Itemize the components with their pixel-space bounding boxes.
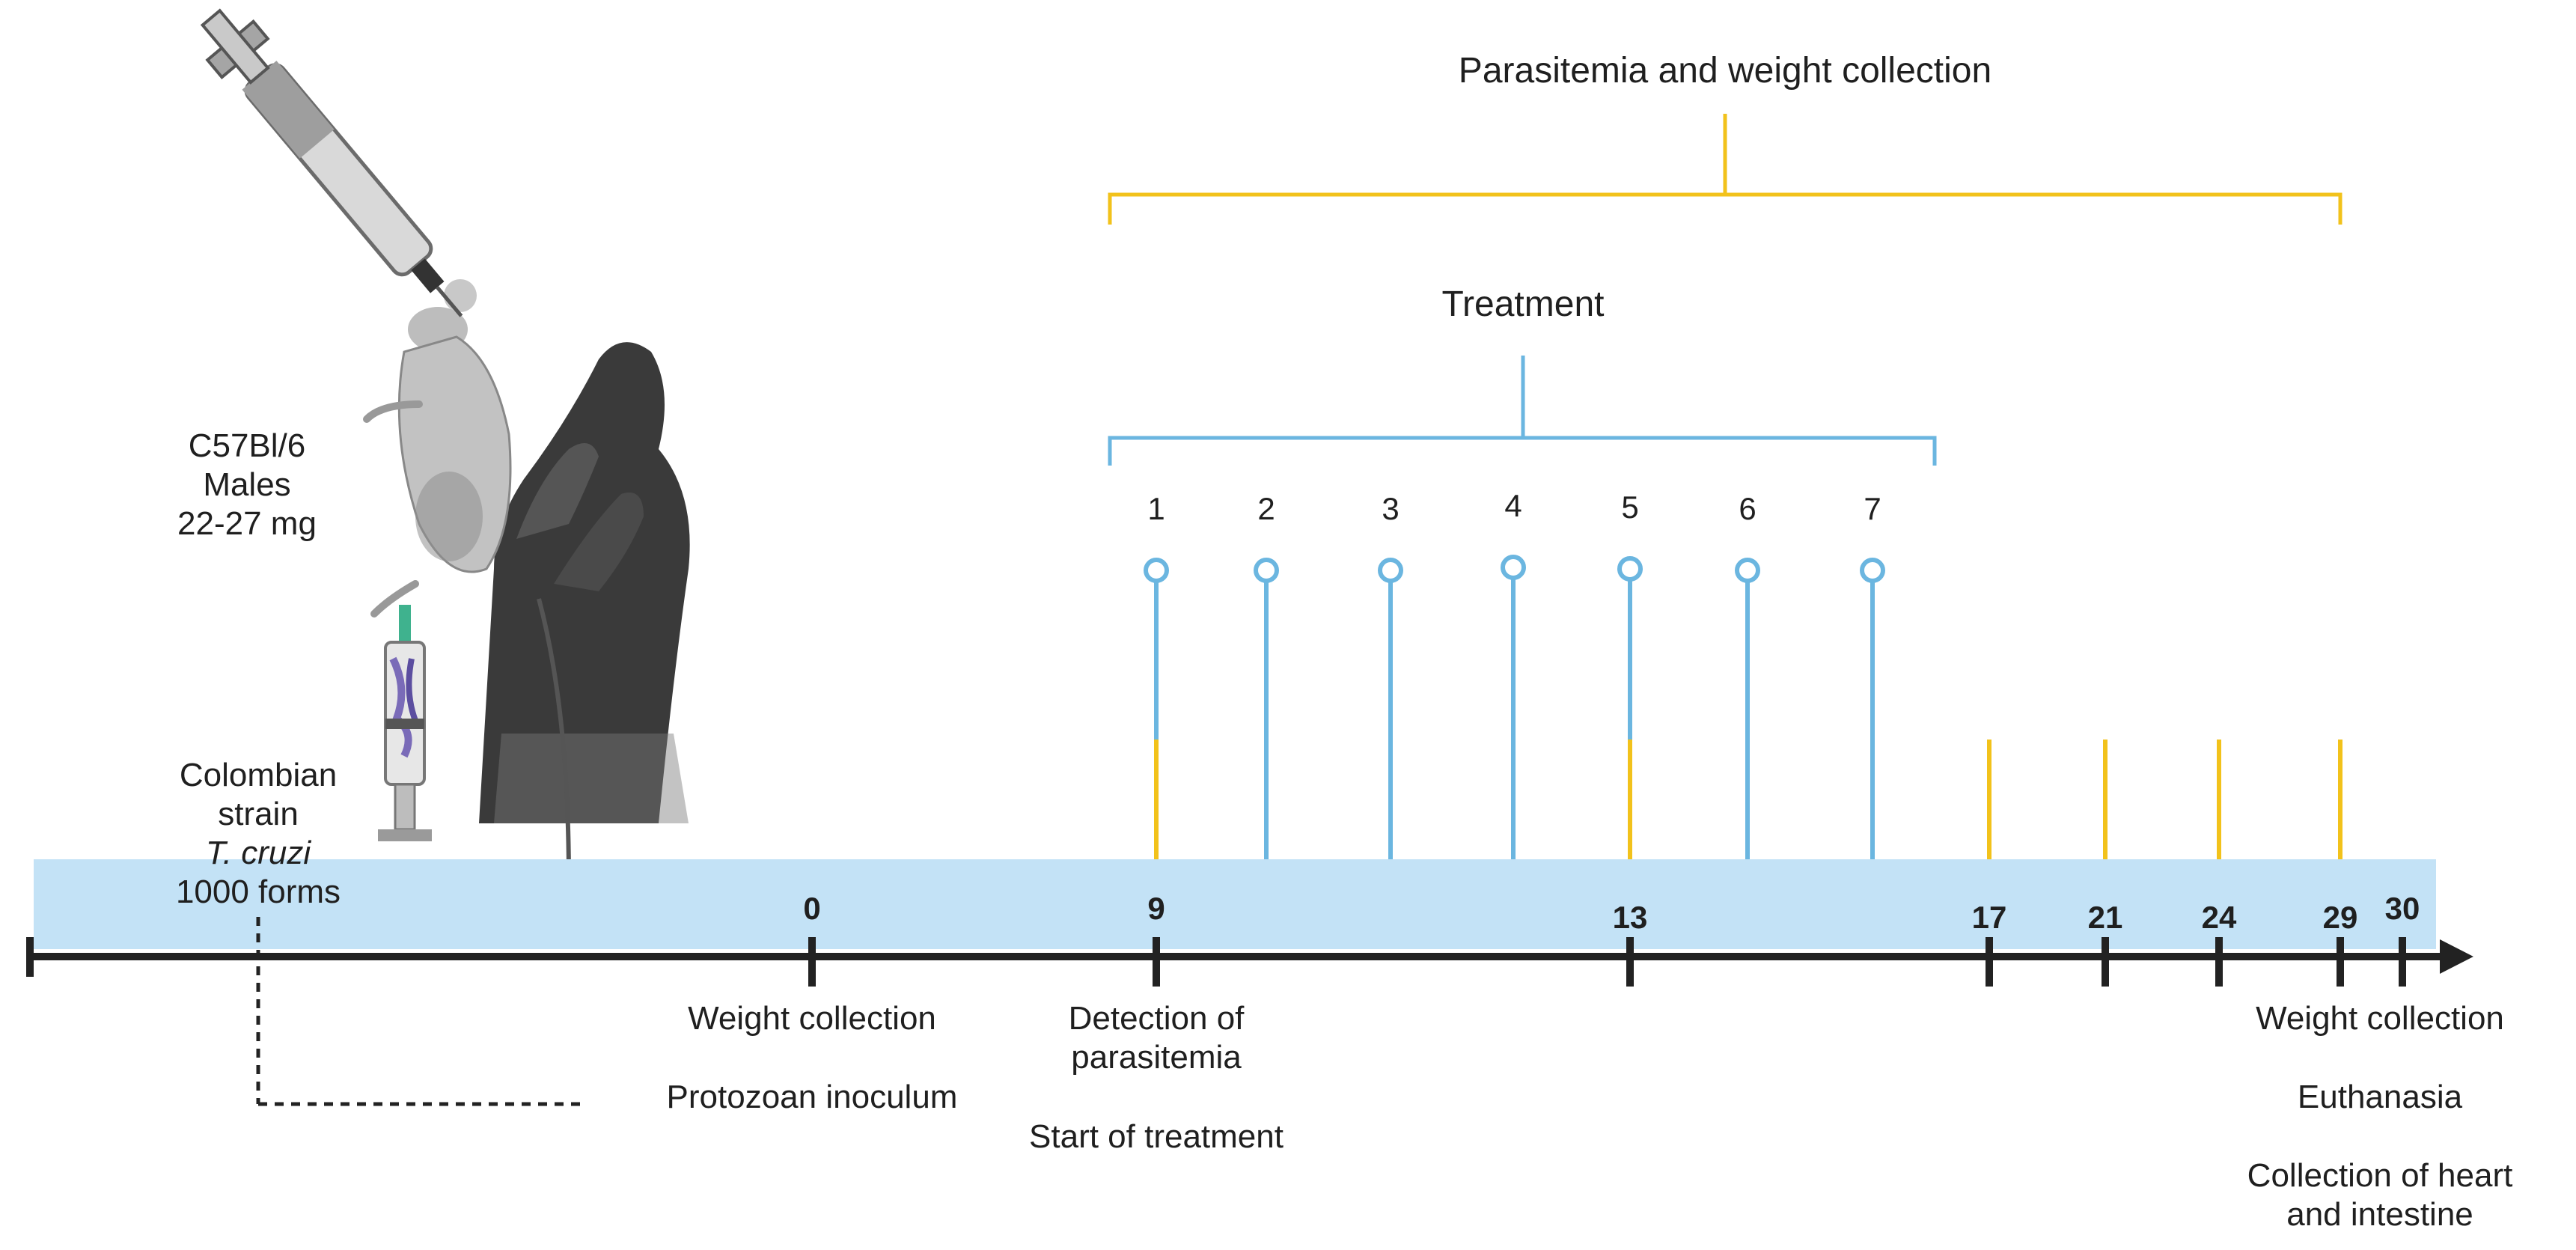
day-label: 0 (803, 891, 820, 926)
svg-text:Detection of: Detection of (1069, 1000, 1245, 1037)
small-syringe-icon (378, 605, 432, 841)
dose-marker: 3 (1378, 491, 1403, 859)
dose-marker: 6 (1735, 491, 1760, 859)
dose-label: 6 (1739, 491, 1756, 526)
timeline-axis (26, 937, 2473, 977)
svg-text:22-27 mg: 22-27 mg (177, 505, 317, 542)
syringe-icon (200, 8, 463, 317)
end-events: Weight collection Euthanasia Collection … (2247, 1000, 2513, 1233)
dose-label: 7 (1864, 491, 1881, 526)
svg-text:strain: strain (218, 796, 299, 832)
dose-marker: 7 (1860, 491, 1885, 859)
dose-label: 4 (1504, 488, 1522, 523)
animal-label: C57Bl/6 Males 22-27 mg (177, 427, 317, 542)
svg-text:Start of treatment: Start of treatment (1029, 1118, 1284, 1155)
day-label: 21 (2088, 900, 2123, 935)
parasitemia-bracket (1108, 114, 2342, 225)
svg-text:and intestine: and intestine (2286, 1196, 2473, 1233)
svg-text:Weight collection: Weight collection (688, 1000, 936, 1037)
day-label: 29 (2323, 900, 2358, 935)
treatment-bracket (1108, 356, 1937, 466)
timeline-band (34, 859, 2436, 949)
hand-icon (479, 342, 690, 824)
svg-text:Colombian: Colombian (180, 757, 337, 793)
day-label: 30 (2385, 891, 2420, 926)
svg-text:Males: Males (203, 466, 290, 503)
svg-text:T. cruzi: T. cruzi (206, 835, 311, 871)
dose-label: 3 (1382, 491, 1399, 526)
dose-label: 2 (1257, 491, 1275, 526)
treatment-title: Treatment (1442, 284, 1605, 324)
day-label: 13 (1613, 900, 1648, 935)
day9-events: Detection of parasitemia Start of treatm… (1029, 1000, 1284, 1155)
parasitemia-title: Parasitemia and weight collection (1459, 51, 1991, 91)
svg-text:Collection of heart: Collection of heart (2247, 1157, 2513, 1194)
svg-text:parasitemia: parasitemia (1071, 1039, 1242, 1076)
mouse-icon (363, 279, 571, 880)
inoculum-label: Colombian strain T. cruzi 1000 forms (176, 757, 341, 910)
day0-events: Weight collection Protozoan inoculum (667, 1000, 958, 1115)
dose-label: 5 (1621, 490, 1638, 525)
inoculum-connector (256, 917, 587, 1106)
treatment-doses: 1 2 3 4 5 6 7 (1144, 488, 1885, 859)
timeline-ticks: 0 9 13 17 21 24 29 30 (803, 891, 2420, 987)
dose-marker: 2 (1254, 491, 1279, 859)
svg-text:1000 forms: 1000 forms (176, 874, 341, 910)
svg-text:C57Bl/6: C57Bl/6 (189, 427, 306, 464)
svg-text:Euthanasia: Euthanasia (2298, 1079, 2463, 1115)
dose-marker: 4 (1501, 488, 1526, 859)
collection-markers (1154, 740, 2342, 859)
dose-label: 1 (1147, 491, 1165, 526)
svg-text:Weight collection: Weight collection (2256, 1000, 2504, 1037)
day-label: 9 (1147, 891, 1165, 926)
day-label: 17 (1972, 900, 2007, 935)
svg-text:Protozoan inoculum: Protozoan inoculum (667, 1079, 958, 1115)
day-label: 24 (2202, 900, 2237, 935)
